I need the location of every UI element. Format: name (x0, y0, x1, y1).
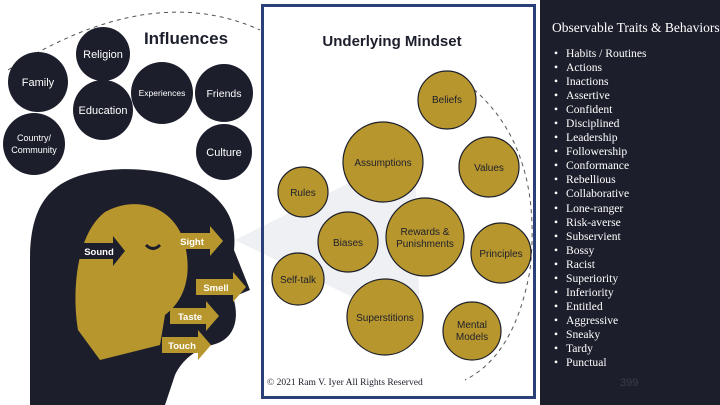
trait-item: Aggressive (554, 314, 647, 328)
influence-family-label: Family (22, 77, 55, 89)
touch-label: Touch (168, 341, 196, 352)
traits-title: Observable Traits & Behaviors (552, 20, 720, 35)
trait-item: Assertive (554, 89, 647, 103)
trait-item: Entitled (554, 300, 647, 314)
trait-item: Confident (554, 103, 647, 117)
trait-item: Lone-ranger (554, 202, 647, 216)
trait-item: Rebellious (554, 173, 647, 187)
trait-item: Conformance (554, 159, 647, 173)
influence-education-label: Education (79, 105, 128, 117)
page-number: 399 (620, 377, 639, 389)
influence-religion-label: Religion (83, 49, 123, 61)
bubble-rules (277, 166, 329, 218)
influence-country-label: Country/ (17, 133, 52, 143)
sight-label: Sight (180, 237, 205, 248)
trait-item: Actions (554, 61, 647, 75)
bubble-principles-label: Principles (479, 249, 522, 260)
smell-label: Smell (203, 283, 228, 294)
trait-item: Bossy (554, 244, 647, 258)
influence-culture (196, 124, 252, 180)
influence-culture-label: Culture (206, 147, 241, 159)
trait-item: Punctual (554, 356, 647, 370)
sound-label: Sound (84, 247, 114, 258)
bubble-superstitions-label: Superstitions (356, 313, 414, 324)
sight-arrow (172, 226, 223, 256)
traits-list: Habits / RoutinesActionsInactionsAsserti… (554, 47, 647, 370)
bubble-mental-label: Mental (457, 320, 487, 331)
bubble-models-label: Models (456, 332, 488, 343)
bubble-principles (470, 222, 532, 284)
influence-religion (76, 27, 130, 81)
taste-arrow (170, 301, 219, 331)
mindset-dashed-arc (454, 74, 533, 381)
touch-arrow (162, 330, 211, 360)
bubble-beliefs-label: Beliefs (432, 95, 462, 106)
influence-education (73, 80, 133, 140)
bubble-superstitions (346, 278, 424, 356)
taste-label: Taste (178, 312, 202, 323)
influences-dashed-arc (7, 11, 261, 71)
mindset-frame (261, 4, 536, 399)
copyright-text: © 2021 Ram V. Iyer All Rights Reserved (267, 377, 423, 388)
trait-item: Sneaky (554, 328, 647, 342)
mindset-title: Underlying Mindset (322, 33, 461, 50)
influence-community-label: Community (11, 145, 57, 155)
influences-title: Influences (144, 29, 228, 48)
bubble-beliefs (417, 70, 477, 130)
bubble-values (458, 136, 520, 198)
trait-item: Inferiority (554, 286, 647, 300)
bubble-rules-label: Rules (290, 188, 316, 199)
closed-eye (144, 243, 162, 250)
trait-item: Tardy (554, 342, 647, 356)
bubble-assumptions-label: Assumptions (354, 158, 411, 169)
trait-item: Leadership (554, 131, 647, 145)
trait-item: Inactions (554, 75, 647, 89)
trait-item: Racist (554, 258, 647, 272)
trait-item: Risk-averse (554, 216, 647, 230)
influence-experiences-label: Experiences (139, 88, 186, 98)
influence-family (8, 52, 68, 112)
bubble-biases-label: Biases (333, 238, 363, 249)
influence-friends-label: Friends (206, 88, 241, 100)
bubble-self-talk-label: Self-talk (280, 275, 317, 286)
bubble-rewards-punishments (385, 197, 465, 277)
trait-item: Disciplined (554, 117, 647, 131)
bubble-values-label: Values (474, 163, 504, 174)
influence-experiences (131, 62, 193, 124)
bubble-punishments-label: Punishments (396, 239, 454, 250)
bubble-assumptions (342, 121, 424, 203)
trait-item: Collaborative (554, 187, 647, 201)
bubble-rewards-label: Rewards & (401, 227, 450, 238)
bubble-mental-models (442, 301, 502, 361)
sound-arrow (78, 236, 125, 266)
trait-item: Followership (554, 145, 647, 159)
trait-item: Superiority (554, 272, 647, 286)
trait-item: Subservient (554, 230, 647, 244)
influence-friends (195, 64, 253, 122)
smell-arrow (196, 272, 246, 302)
trait-item: Habits / Routines (554, 47, 647, 61)
bubble-self-talk (271, 252, 325, 306)
bubble-biases (317, 211, 379, 273)
influence-country-community (3, 113, 65, 175)
